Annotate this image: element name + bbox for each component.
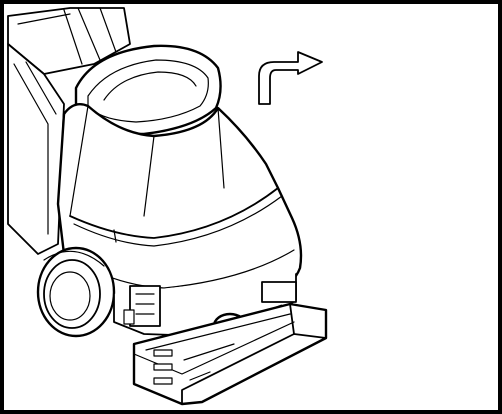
cleaning-head-icon (132, 302, 328, 406)
body-column-icon (7, 43, 65, 255)
machine-illustration (7, 7, 328, 406)
rotate-arrow-icon (258, 51, 323, 105)
wheel-icon (36, 246, 116, 338)
